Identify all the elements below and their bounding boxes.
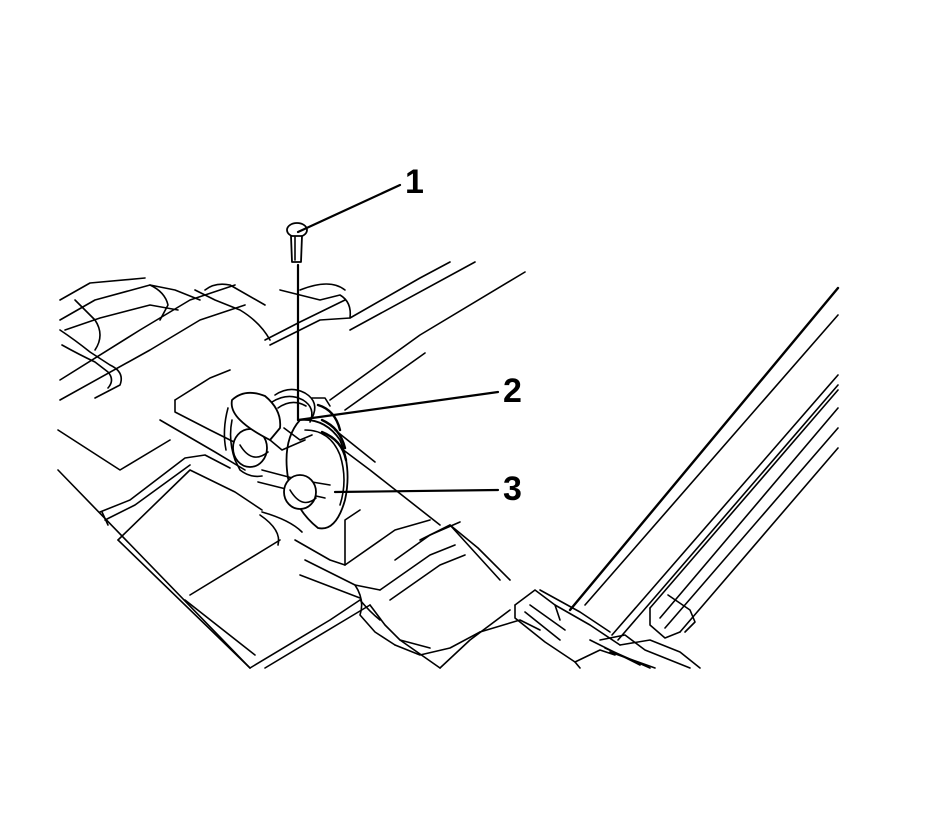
callout-3: 3 xyxy=(503,470,522,508)
retaining-pin xyxy=(286,222,308,263)
leader-line-3 xyxy=(333,488,500,494)
hinge-latch xyxy=(223,391,349,530)
seat-frame xyxy=(568,286,840,669)
callout-1: 1 xyxy=(405,163,424,201)
leader-line-2 xyxy=(296,390,500,422)
leader-lines xyxy=(296,183,500,494)
lower-trim-panel xyxy=(57,261,651,669)
callout-labels: 1 2 3 xyxy=(405,163,522,508)
spring xyxy=(271,388,348,462)
callout-2: 2 xyxy=(503,372,522,410)
leader-line-1 xyxy=(296,183,402,234)
